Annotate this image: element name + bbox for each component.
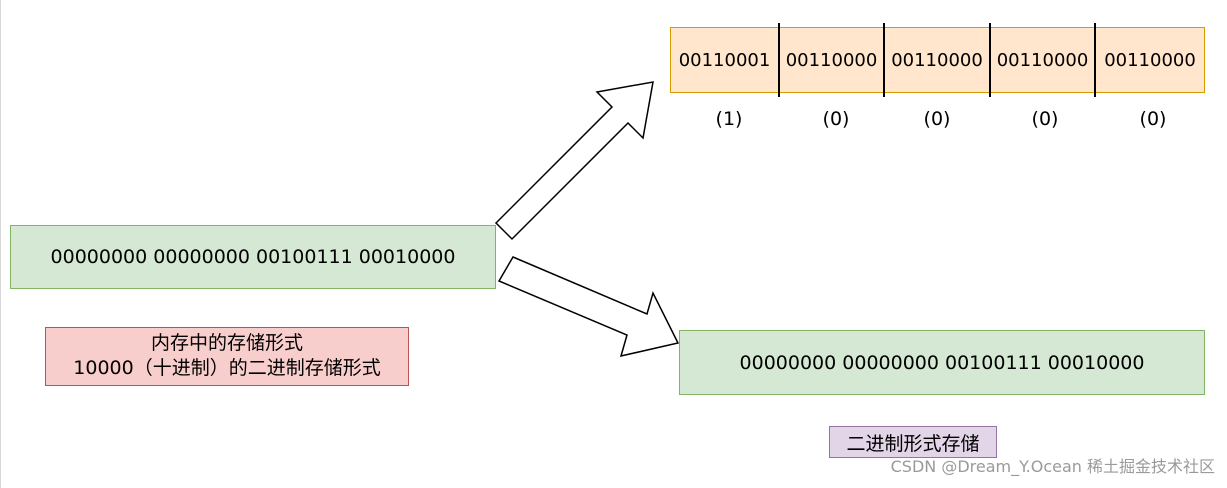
binary-storage-caption: 二进制形式存储	[829, 426, 997, 458]
cell-divider	[989, 23, 991, 97]
source-binary-value: 00000000 00000000 00100111 00010000	[50, 246, 456, 268]
memory-storage-caption-line1: 内存中的存储形式	[150, 332, 303, 354]
canvas-left-border	[0, 0, 1, 488]
binary-storage-box: 00000000 00000000 00100111 00010000	[679, 330, 1205, 395]
cell-divider	[1094, 23, 1096, 97]
char-label-5: (0)	[1139, 108, 1167, 130]
arrow-to-binary-storage	[497, 256, 680, 358]
char-cell-2-value: 00110000	[785, 49, 878, 71]
binary-storage-caption-text: 二进制形式存储	[846, 432, 980, 455]
char-storage-row: 00110001 00110000 00110000 00110000 0011…	[670, 23, 1205, 97]
memory-storage-caption-line2: 10000（十进制）的二进制存储形式	[73, 357, 381, 379]
char-cell-4-value: 00110000	[996, 49, 1089, 71]
char-cell-1: 00110001	[671, 28, 778, 92]
source-binary-box: 00000000 00000000 00100111 00010000	[10, 225, 496, 289]
char-cell-1-value: 00110001	[678, 49, 771, 71]
memory-storage-caption: 内存中的存储形式 10000（十进制）的二进制存储形式	[45, 327, 409, 386]
arrow-to-char-storage	[494, 81, 654, 241]
char-label-4: (0)	[1031, 108, 1059, 130]
char-cell-3: 00110000	[885, 28, 989, 92]
char-cell-5-value: 00110000	[1104, 49, 1196, 71]
char-label-1: (1)	[715, 108, 743, 130]
binary-storage-value: 00000000 00000000 00100111 00010000	[739, 351, 1145, 374]
char-cell-4: 00110000	[991, 28, 1094, 92]
char-cell-3-value: 00110000	[891, 49, 983, 71]
char-label-2: (0)	[822, 108, 850, 130]
char-cell-5: 00110000	[1096, 28, 1204, 92]
char-label-3: (0)	[923, 108, 951, 130]
cell-divider	[778, 23, 780, 97]
char-cell-2: 00110000	[780, 28, 883, 92]
cell-divider	[883, 23, 885, 97]
watermark: CSDN @Dream_Y.Ocean 稀土掘金技术社区	[890, 457, 1215, 476]
